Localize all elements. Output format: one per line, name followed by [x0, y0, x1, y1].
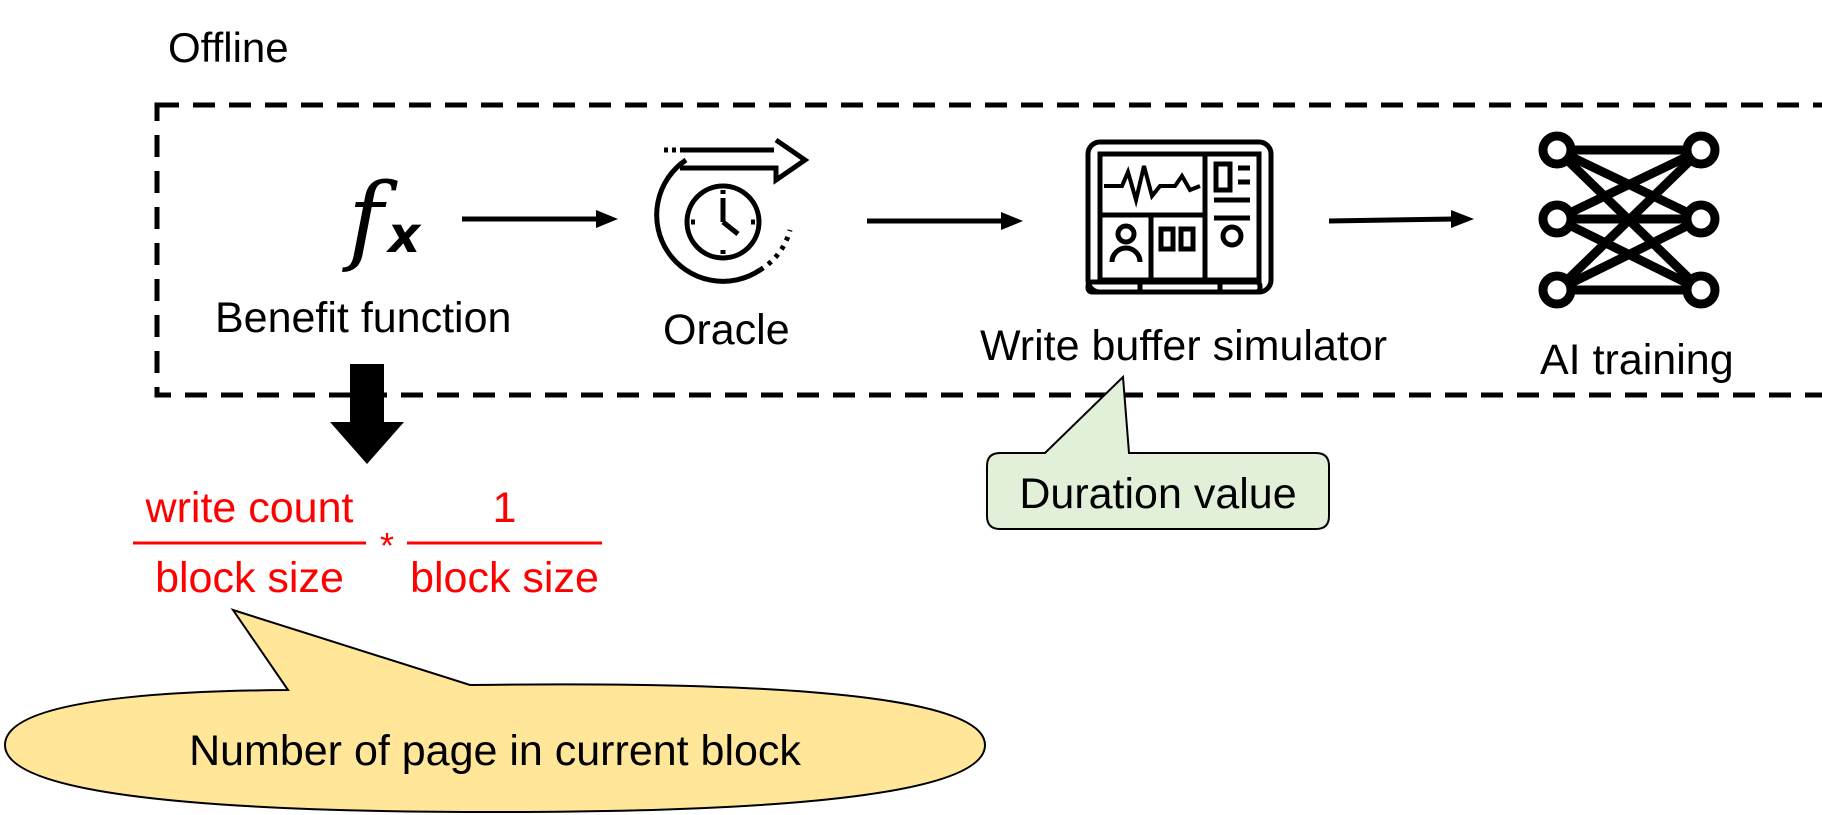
neural-network-icon: [1538, 131, 1720, 309]
node-label-ai-training: AI training: [1540, 336, 1734, 384]
formula-frac1-numerator: write count: [145, 484, 354, 532]
arrow-simulator-to-training: [1328, 210, 1474, 228]
formula-frac2-numerator: 1: [492, 484, 517, 532]
svg-text:x: x: [385, 206, 422, 264]
pages-callout-shape: [3, 608, 987, 814]
monitor-dashboard-icon: [1085, 139, 1274, 295]
section-label: Offline: [168, 24, 289, 71]
pages-callout-text: Number of page in current block: [189, 727, 801, 775]
down-arrow-icon: [330, 364, 404, 464]
node-label-oracle: Oracle: [663, 306, 790, 354]
arrow-benefit-to-oracle: [462, 210, 618, 228]
node-label-write-buffer-simulator: Write buffer simulator: [980, 322, 1388, 370]
duration-callout-text: Duration value: [1019, 470, 1297, 518]
formula-operator: *: [379, 525, 394, 566]
oracle-clock-arrow-icon: [654, 137, 810, 284]
node-label-benefit-function: Benefit function: [215, 294, 512, 342]
duration-callout-shape: [986, 374, 1330, 530]
offline-boundary-box: [154, 102, 1822, 398]
formula-frac1-denominator: block size: [155, 554, 344, 602]
arrow-oracle-to-simulator: [867, 212, 1023, 230]
function-fx-icon: f x: [342, 163, 422, 275]
formula-frac2-denominator: block size: [410, 554, 599, 602]
